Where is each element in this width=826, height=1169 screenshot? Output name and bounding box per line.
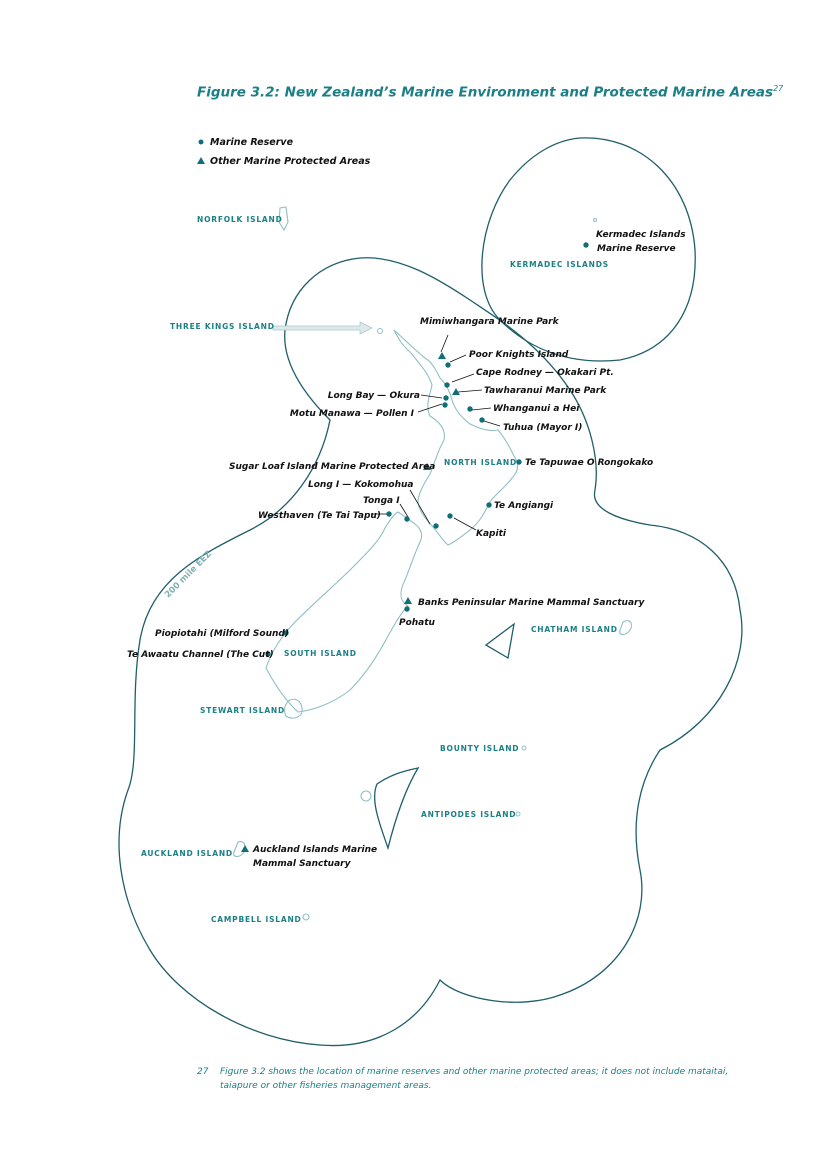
- figure-title-text: Figure 3.2: New Zealand’s Marine Environ…: [197, 84, 774, 101]
- site-tawharanui: Tawharanui Marine Park: [484, 386, 607, 396]
- title-footnote-ref: 27: [773, 84, 784, 93]
- leader-poor-knights: [449, 354, 467, 363]
- label-bounty: BOUNTY ISLAND: [440, 744, 519, 753]
- bounty-island-shape: [521, 745, 527, 751]
- marker-te-angiangi: [486, 502, 492, 508]
- leader-tonga: [399, 503, 409, 518]
- site-auckland-2: Mammal Sanctuary: [253, 859, 352, 869]
- leader-long-i: [409, 489, 431, 525]
- north-island: [393, 329, 519, 546]
- chatham-rise-boundary: [484, 622, 515, 660]
- label-south-island: SOUTH ISLAND: [284, 649, 357, 658]
- snares-boundary: [373, 766, 420, 851]
- footnote-number: 27: [197, 1067, 209, 1077]
- three-kings-island-shape: [377, 328, 383, 334]
- marker-pohatu: [404, 606, 410, 612]
- legend-mpa-marker: [197, 157, 205, 164]
- leader-cape-rodney: [451, 373, 475, 383]
- label-eez: 200 mile EEZ: [163, 549, 214, 600]
- label-three-kings: THREE KINGS ISLAND: [170, 322, 275, 331]
- site-motu-manawa: Motu Manawa — Pollen I: [290, 409, 415, 419]
- marker-long-i: [433, 523, 439, 529]
- leader-tuhua: [483, 420, 501, 427]
- south-island: [265, 511, 423, 713]
- site-pohatu: Pohatu: [399, 618, 436, 628]
- site-auckland-1: Auckland Islands Marine: [252, 845, 377, 855]
- label-chatham: CHATHAM ISLAND: [531, 625, 618, 634]
- footnote: 27 Figure 3.2 shows the location of mari…: [197, 1065, 757, 1093]
- leader-whanganui: [471, 407, 492, 411]
- site-westhaven: Westhaven (Te Tai Tapu): [258, 511, 381, 521]
- site-te-angiangi: Te Angiangi: [494, 501, 554, 511]
- kermadec-island-shape: [593, 218, 597, 222]
- site-sugar-loaf: Sugar Loaf Island Marine Protected Area: [229, 462, 435, 472]
- snares-island-shape: [360, 790, 372, 802]
- label-north-island: NORTH ISLAND: [444, 458, 517, 467]
- auckland-island-shape: [233, 841, 246, 858]
- marker-tuhua: [479, 417, 485, 423]
- figure-title: Figure 3.2: New Zealand’s Marine Environ…: [197, 84, 783, 101]
- marker-mimiwhangata: [438, 352, 446, 359]
- site-whanganui: Whanganui a Hei: [493, 404, 580, 414]
- legend-mpa-label: Other Marine Protected Areas: [210, 156, 371, 167]
- marker-poor-knights: [445, 362, 451, 368]
- marker-te-tapuwae: [516, 459, 522, 465]
- site-banks: Banks Peninsular Marine Mammal Sanctuary: [418, 598, 645, 608]
- leader-tawharanui: [457, 389, 483, 393]
- label-stewart: STEWART ISLAND: [200, 706, 285, 715]
- stewart-island-shape: [284, 698, 303, 719]
- label-campbell: CAMPBELL ISLAND: [211, 915, 302, 924]
- marker-banks: [404, 597, 412, 604]
- campbell-island-shape: [302, 913, 310, 921]
- label-auckland: AUCKLAND ISLAND: [141, 849, 233, 858]
- site-te-awaatu: Te Awaatu Channel (The Cut): [127, 650, 274, 660]
- antipodes-island-shape: [515, 811, 521, 817]
- site-long-i: Long I — Kokomohua: [308, 480, 413, 490]
- label-norfolk: NORFOLK ISLAND: [197, 215, 283, 224]
- site-long-bay: Long Bay — Okura: [328, 391, 420, 401]
- site-cape-rodney: Cape Rodney — Okakari Pt.: [476, 368, 614, 378]
- marker-te-awaatu: [265, 651, 271, 657]
- kermadec-eez-boundary: [481, 137, 696, 362]
- marker-kermadec: [583, 242, 589, 248]
- site-kapiti: Kapiti: [476, 529, 507, 539]
- chatham-island-shape: [619, 620, 633, 636]
- marker-piopiotahi: [283, 630, 289, 636]
- site-te-tapuwae: Te Tapuwae O Rongokako: [525, 458, 653, 468]
- leader-mimiwhangata: [440, 334, 449, 353]
- site-piopiotahi: Piopiotahi (Milford Sound): [155, 629, 289, 639]
- label-kermadec: KERMADEC ISLANDS: [510, 260, 609, 269]
- norfolk-island-shape: [278, 206, 289, 232]
- marker-auckland: [241, 845, 249, 852]
- legend-reserve-marker: [198, 139, 204, 145]
- legend-reserve-label: Marine Reserve: [210, 137, 294, 148]
- marker-motu-manawa: [442, 402, 448, 408]
- leader-long-bay: [420, 394, 443, 399]
- marine-reserve-markers: [265, 242, 589, 657]
- marker-kapiti: [447, 513, 453, 519]
- site-tuhua: Tuhua (Mayor I): [503, 423, 582, 433]
- leader-kapiti: [453, 517, 477, 531]
- leader-motu-manawa: [417, 403, 443, 413]
- marker-tonga: [404, 516, 410, 522]
- marker-whanganui: [467, 406, 473, 412]
- label-antipodes: ANTIPODES ISLAND: [421, 810, 516, 819]
- marker-sugar-loaf: [423, 463, 431, 470]
- other-mpa-markers: [241, 352, 460, 852]
- marker-westhaven: [386, 511, 392, 517]
- footnote-text: Figure 3.2 shows the location of marine …: [220, 1067, 729, 1091]
- site-tonga: Tonga I: [363, 496, 400, 506]
- site-poor-knights: Poor Knights Island: [469, 350, 569, 360]
- marker-tawharanui: [452, 388, 460, 395]
- site-kermadec-1: Kermadec Islands: [596, 230, 686, 240]
- marker-cape-rodney: [444, 382, 450, 388]
- marker-long-bay: [443, 395, 449, 401]
- three-kings-arrow: [272, 321, 373, 335]
- site-mimiwhangata: Mimiwhangara Marine Park: [420, 317, 560, 327]
- eez-boundary: [118, 257, 743, 1047]
- site-kermadec-2: Marine Reserve: [597, 244, 676, 254]
